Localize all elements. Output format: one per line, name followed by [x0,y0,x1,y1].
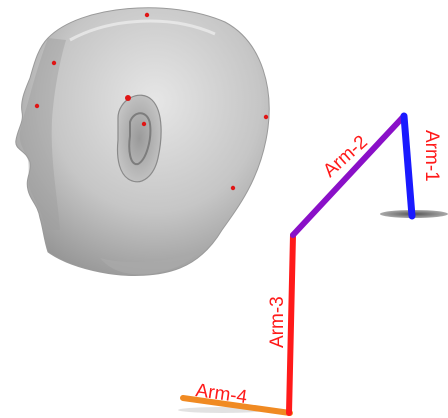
marker-dot [231,186,235,190]
marker-dot [125,95,131,101]
marker-dot [35,104,39,108]
arm-3-label: Arm-3 [267,296,288,348]
marker-dot [142,122,146,126]
arm-3-segment [289,235,293,413]
arm-2-segment [293,116,404,235]
ear-shape [118,95,162,182]
arm-1-segment [404,116,412,216]
head-model [16,8,269,276]
arm-1-label: Arm-1 [421,130,442,182]
marker-dot [52,61,56,65]
marker-dot [145,13,149,17]
arm-4-label: Arm-4 [194,380,249,408]
marker-dot [264,115,268,119]
